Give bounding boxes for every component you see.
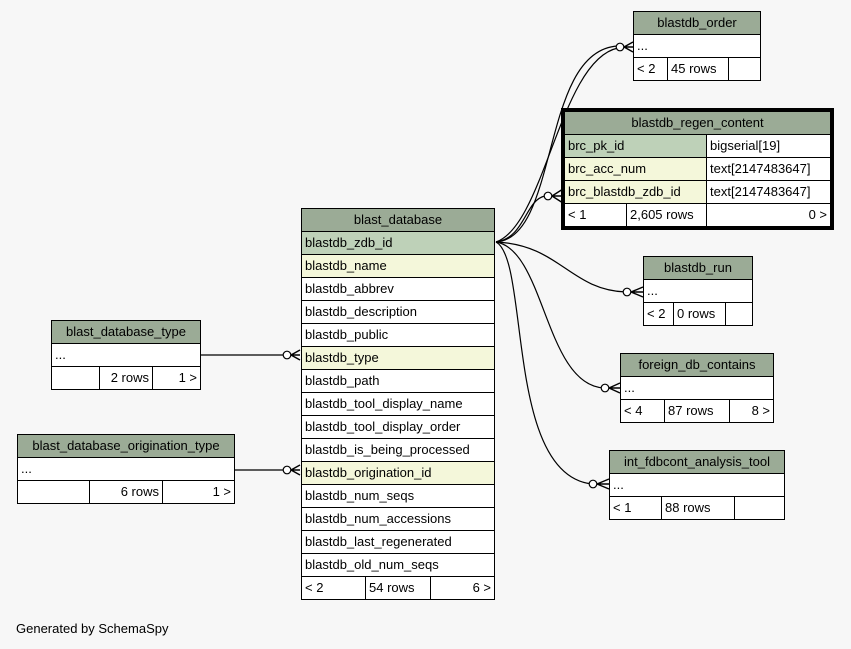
table-blast-database-type[interactable]: blast_database_type ... 2 rows 1 > <box>51 320 201 390</box>
table-title[interactable]: blast_database_origination_type <box>17 434 235 458</box>
table-body: ... <box>609 473 785 497</box>
footer-parents <box>17 480 90 504</box>
footer-children: 1 > <box>152 366 201 390</box>
footer-rows: 45 rows <box>667 57 729 81</box>
table-blastdb-order[interactable]: blastdb_order ... < 2 45 rows <box>633 11 761 81</box>
column-name: blastdb_tool_display_name <box>301 392 495 416</box>
footer-parents: < 2 <box>301 576 366 600</box>
table-blast-database-origination-type[interactable]: blast_database_origination_type ... 6 ro… <box>17 434 235 504</box>
table-title[interactable]: blastdb_run <box>643 256 753 280</box>
table-title[interactable]: blastdb_regen_content <box>564 111 831 135</box>
footer-rows: 6 rows <box>89 480 163 504</box>
rel-regen-line <box>495 195 546 243</box>
column-name: blastdb_type <box>301 346 495 370</box>
footer-children <box>734 496 785 520</box>
rel-foreign-line <box>495 241 605 389</box>
footer-parents: < 4 <box>620 399 665 423</box>
column-name: blastdb_last_regenerated <box>301 530 495 554</box>
footer-rows: 2 rows <box>99 366 153 390</box>
column-name: blastdb_path <box>301 369 495 393</box>
table-blastdb-regen-content[interactable]: blastdb_regen_content brc_pk_id bigseria… <box>561 108 834 230</box>
table-title[interactable]: blast_database <box>301 208 495 232</box>
table-title[interactable]: blast_database_type <box>51 320 201 344</box>
table-blastdb-run[interactable]: blastdb_run ... < 2 0 rows <box>643 256 753 326</box>
footer-parents: < 1 <box>609 496 662 520</box>
footer-rows: 54 rows <box>365 576 431 600</box>
table-title[interactable]: int_fdbcont_analysis_tool <box>609 450 785 474</box>
rel-order-line-1 <box>495 45 619 243</box>
column-name: blastdb_is_being_processed <box>301 438 495 462</box>
rel-run-line <box>495 241 627 293</box>
table-int-fdbcont-analysis-tool[interactable]: int_fdbcont_analysis_tool ... < 1 88 row… <box>609 450 785 520</box>
column-name: brc_pk_id <box>564 134 707 158</box>
column-name: blastdb_old_num_seqs <box>301 553 495 577</box>
column-name: blastdb_num_seqs <box>301 484 495 508</box>
column-type: text[2147483647] <box>706 157 831 181</box>
footer-rows: 2,605 rows <box>626 203 707 227</box>
column-name: brc_acc_num <box>564 157 707 181</box>
column-name: brc_blastdb_zdb_id <box>564 180 707 204</box>
column-name: blastdb_num_accessions <box>301 507 495 531</box>
footer-children: 8 > <box>729 399 774 423</box>
table-foreign-db-contains[interactable]: foreign_db_contains ... < 4 87 rows 8 > <box>620 353 774 423</box>
table-body: ... <box>620 376 774 400</box>
column-name: blastdb_origination_id <box>301 461 495 485</box>
table-body: ... <box>17 457 235 481</box>
column-name: blastdb_zdb_id <box>301 231 495 255</box>
footer-parents <box>51 366 100 390</box>
column-name: blastdb_public <box>301 323 495 347</box>
footer-children <box>728 57 761 81</box>
footer-rows: 87 rows <box>664 399 730 423</box>
footer-parents: < 2 <box>643 302 674 326</box>
table-title[interactable]: blastdb_order <box>633 11 761 35</box>
rel-order-line-2 <box>495 47 619 243</box>
column-name: blastdb_name <box>301 254 495 278</box>
column-name: blastdb_tool_display_order <box>301 415 495 439</box>
footer-parents: < 2 <box>633 57 668 81</box>
table-title[interactable]: foreign_db_contains <box>620 353 774 377</box>
table-body: ... <box>51 343 201 367</box>
footer-rows: 0 rows <box>673 302 726 326</box>
column-name: blastdb_description <box>301 300 495 324</box>
rel-analysis-line <box>495 241 593 485</box>
footer-parents: < 1 <box>564 203 627 227</box>
table-body: ... <box>643 279 753 303</box>
column-name: blastdb_abbrev <box>301 277 495 301</box>
column-type: text[2147483647] <box>706 180 831 204</box>
footer-children: 1 > <box>162 480 235 504</box>
generated-by-label: Generated by SchemaSpy <box>16 621 169 636</box>
column-type: bigserial[19] <box>706 134 831 158</box>
footer-children: 6 > <box>430 576 495 600</box>
table-body: ... <box>633 34 761 58</box>
footer-children: 0 > <box>706 203 831 227</box>
footer-children <box>725 302 753 326</box>
footer-rows: 88 rows <box>661 496 735 520</box>
